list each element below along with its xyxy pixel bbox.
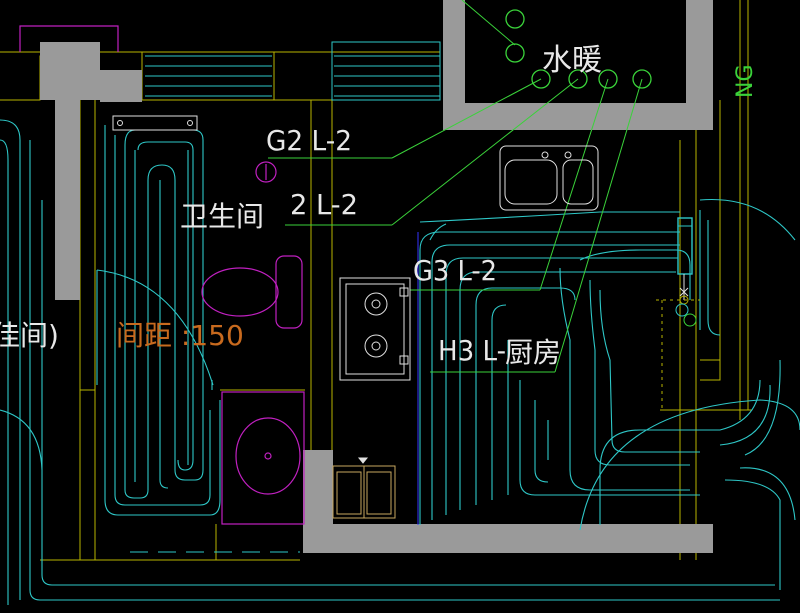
sanitary-fixtures: [201, 161, 305, 525]
riser-circles: [505, 9, 652, 89]
loop-g2-label: G2 L-2: [266, 124, 352, 157]
spacing-label: 间距 :150: [116, 319, 244, 352]
loop-h3-label: H3 L-: [438, 334, 506, 367]
heating-label: 水暖: [542, 43, 602, 78]
leader-lines: [268, 0, 643, 373]
heating-pipes: [0, 119, 800, 605]
partial-room-label: 佳间): [0, 319, 59, 352]
ng-label: NG: [733, 64, 758, 98]
fixtures: [112, 115, 599, 519]
walls: [40, 0, 713, 553]
loop-g3-label: G3 L-2: [413, 254, 497, 287]
window-frame: [19, 25, 119, 52]
manifold: [656, 217, 700, 410]
kitchen-label: 厨房: [505, 336, 561, 369]
loop-2l2-label: 2 L-2: [290, 188, 358, 221]
bathroom-label: 卫生间: [180, 200, 264, 233]
